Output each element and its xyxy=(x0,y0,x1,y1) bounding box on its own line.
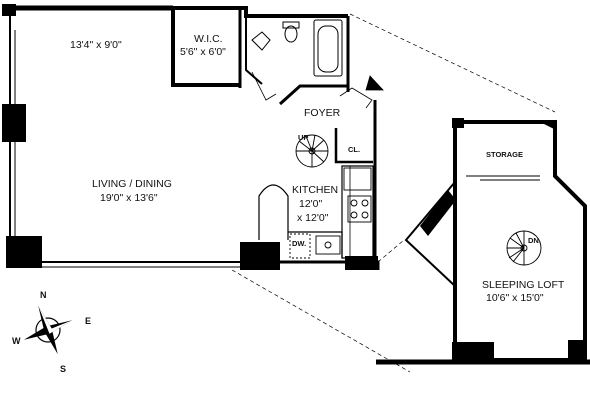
closet-wall xyxy=(334,128,373,164)
burner-1 xyxy=(350,199,358,207)
projection-mid xyxy=(377,239,405,263)
entry-arrow xyxy=(365,75,384,91)
kitchen-lower-counter xyxy=(288,231,343,258)
loft-column-bottom xyxy=(452,342,494,364)
sink xyxy=(251,31,271,51)
compass-east: E xyxy=(85,316,91,326)
column-left-mid xyxy=(2,104,26,142)
sink-drain xyxy=(324,241,332,249)
spiral-stair-down xyxy=(506,230,542,266)
toilet-tank xyxy=(282,21,300,29)
main-unit-walls xyxy=(9,5,380,270)
stair-dn-treads xyxy=(507,231,525,265)
column-top-left xyxy=(2,4,16,16)
wic-door xyxy=(251,71,277,101)
kitchen-sink xyxy=(315,235,341,255)
wall-columns xyxy=(2,4,378,270)
projection-top xyxy=(349,13,556,113)
kitchen-peninsula xyxy=(258,184,289,240)
entry-door xyxy=(339,87,373,109)
bathtub xyxy=(313,19,343,77)
dishwasher-name: DW. xyxy=(292,239,306,248)
loft-left-diag xyxy=(404,181,456,287)
dishwasher-box xyxy=(289,233,311,259)
loft-columns xyxy=(420,118,586,364)
loft-column-right xyxy=(568,340,586,362)
compass-north: N xyxy=(40,290,47,300)
living-dim: 19'0" x 13'6" xyxy=(100,192,158,204)
projection-lines xyxy=(231,13,556,373)
column-bottom-left xyxy=(6,236,42,268)
stair-up-treads xyxy=(296,134,328,167)
refrigerator xyxy=(343,167,372,191)
living-name: LIVING / DINING xyxy=(92,178,172,190)
projection-bottom xyxy=(231,269,411,373)
loft-name: SLEEPING LOFT xyxy=(482,279,565,291)
burner-4 xyxy=(361,211,369,219)
loft-dim: 10'6" x 15'0" xyxy=(486,292,544,304)
spiral-stair-up xyxy=(295,134,329,168)
kitchen-counter xyxy=(341,165,374,259)
loft-column-top xyxy=(452,118,464,128)
bath-fixtures xyxy=(251,19,343,77)
loft-diag-column xyxy=(420,190,456,236)
burner-3 xyxy=(350,211,358,219)
column-bottom-right xyxy=(345,256,378,270)
compass-highlight xyxy=(38,305,73,334)
compass-west: W xyxy=(12,336,21,346)
stair-down-label: DN. xyxy=(528,236,541,245)
kitchen-dim-1: 12'0" xyxy=(299,198,323,210)
wic-name: W.I.C. xyxy=(194,33,223,45)
wic-dim: 5'6" x 6'0" xyxy=(180,46,226,58)
closet-name: CL. xyxy=(348,145,360,154)
storage-rail xyxy=(466,175,540,181)
stove xyxy=(347,195,372,223)
room-top-dim: 13'4" x 9'0" xyxy=(70,39,122,51)
burner-2 xyxy=(361,199,369,207)
toilet xyxy=(284,25,298,43)
wic-left-wall xyxy=(171,8,240,87)
bath-lower-wall xyxy=(278,84,348,106)
loft-walls xyxy=(376,120,590,365)
storage-name: STORAGE xyxy=(486,150,523,159)
doors xyxy=(251,71,384,109)
kitchen-fixtures xyxy=(289,167,372,259)
bath-wall xyxy=(245,16,263,85)
compass-rose xyxy=(23,305,73,355)
stair-up-label: UP xyxy=(298,133,308,142)
kitchen-name: KITCHEN xyxy=(292,184,338,196)
kitchen-dim-2: x 12'0" xyxy=(297,212,329,224)
loft-corner-top xyxy=(540,122,556,130)
bathtub-inner xyxy=(317,25,339,73)
column-bottom-mid xyxy=(240,242,280,270)
wic-top-wall xyxy=(173,6,348,18)
foyer-name: FOYER xyxy=(304,107,341,119)
compass-south: S xyxy=(60,364,66,374)
